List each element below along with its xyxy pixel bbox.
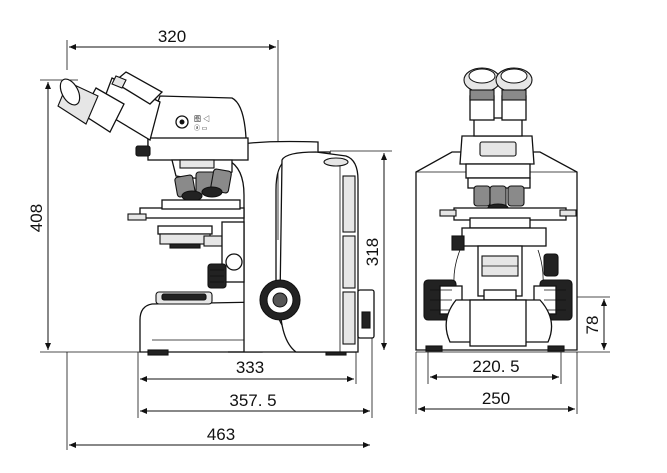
side-condenser [157, 221, 245, 289]
side-eyepiece-tube [57, 71, 164, 142]
side-view: 图 ◁ ⓐ ▭ [27, 27, 392, 450]
front-head [459, 117, 535, 179]
side-label-line2: ⓐ ▭ [194, 124, 208, 132]
microscope-side-body: 图 ◁ ⓐ ▭ [57, 71, 375, 356]
side-stage [127, 199, 245, 221]
dim-78-label: 78 [583, 316, 602, 335]
front-base [416, 299, 577, 353]
dim-463-label: 463 [207, 425, 235, 444]
side-objectives [171, 159, 233, 202]
dim-318-label: 318 [363, 238, 382, 266]
front-condenser [451, 227, 559, 331]
dim-333-label: 333 [236, 358, 264, 377]
dim-250-label: 250 [482, 389, 510, 408]
dim-220-5-label: 220. 5 [472, 357, 519, 376]
front-stage [439, 207, 577, 229]
front-view: 220. 5 250 78 [415, 67, 610, 414]
dim-357-5-label: 357. 5 [229, 391, 276, 410]
front-eyepieces [463, 67, 533, 121]
dim-408-label: 408 [27, 204, 46, 232]
side-base [139, 301, 263, 353]
side-label-line1: 图 ◁ [194, 115, 210, 123]
dim-320-label: 320 [158, 27, 186, 46]
front-dimension-lines [415, 296, 610, 414]
